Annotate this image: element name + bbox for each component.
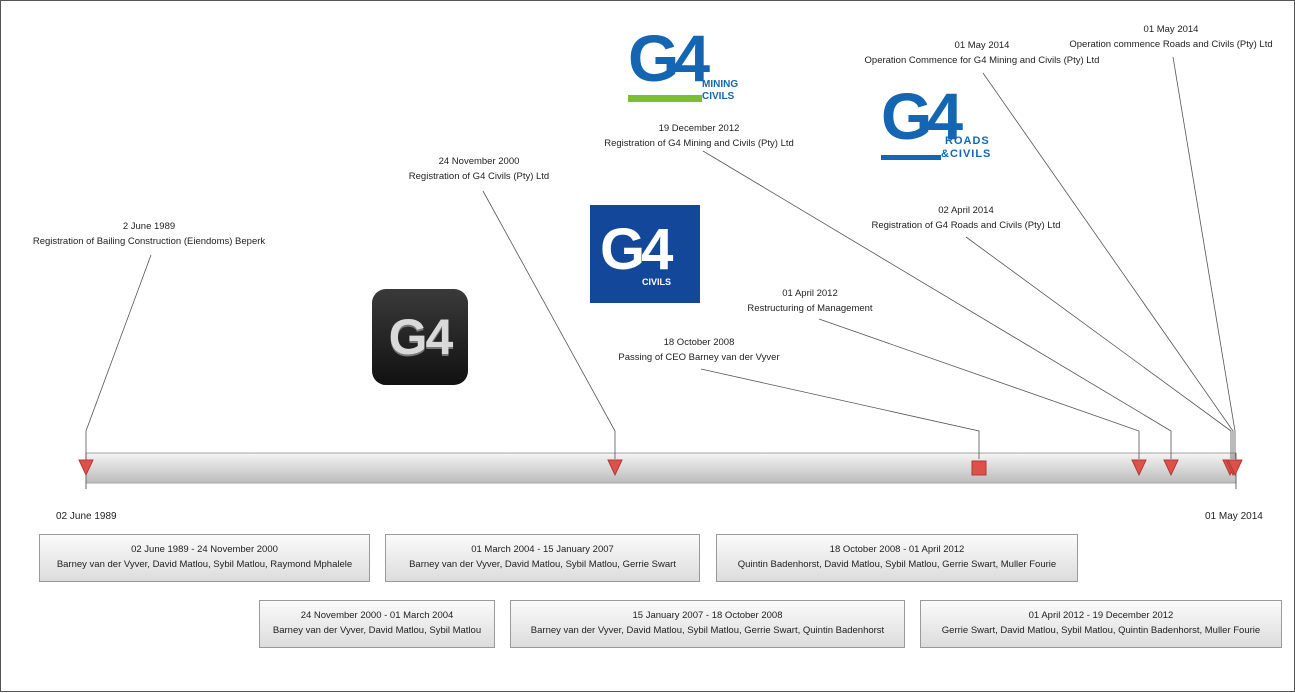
g4-civils-logo: G4 CIVILS — [590, 205, 700, 303]
event-date: 24 November 2000 — [438, 156, 520, 167]
logo-accent-bar — [881, 155, 941, 160]
timeline-end-label: 01 May 2014 — [1205, 511, 1263, 522]
g4-roads-civils-logo: G4 ROADS &CIVILS — [881, 83, 1001, 163]
timeline-start-label: 02 June 1989 — [56, 511, 117, 522]
logo-mark: G4 — [628, 21, 710, 95]
timeline-bar — [85, 452, 1237, 484]
period-people: Barney van der Vyver, David Matlou, Sybi… — [272, 625, 482, 636]
event-label-2000: 24 November 2000 Registration of G4 Civi… — [409, 154, 549, 184]
period-box-1989-2000: 02 June 1989 - 24 November 2000 Barney v… — [39, 534, 370, 582]
period-box-2007-2008: 15 January 2007 - 18 October 2008 Barney… — [510, 600, 905, 648]
connector-2000 — [482, 190, 616, 459]
event-marker-2012-apr[interactable] — [1131, 459, 1147, 477]
period-people: Barney van der Vyver, David Matlou, Sybi… — [530, 625, 885, 636]
period-title: 01 March 2004 - 15 January 2007 — [471, 544, 614, 555]
event-label-2012-dec: 19 December 2012 Registration of G4 Mini… — [604, 121, 794, 151]
event-date: 18 October 2008 — [663, 337, 735, 348]
event-label-2014-may-mining: 01 May 2014 Operation Commence for G4 Mi… — [865, 38, 1100, 68]
period-box-2004-2007: 01 March 2004 - 15 January 2007 Barney v… — [385, 534, 700, 582]
event-description: Registration of G4 Roads and Civils (Pty… — [871, 220, 1061, 231]
connector-2014-apr — [965, 236, 1232, 459]
connector-2014-may-mining — [982, 72, 1234, 459]
event-label-2008: 18 October 2008 Passing of CEO Barney va… — [618, 335, 779, 365]
event-description: Registration of G4 Civils (Pty) Ltd — [408, 171, 550, 182]
logo-subtext: CIVILS — [702, 91, 735, 102]
event-description: Restructuring of Management — [747, 303, 873, 314]
logo-mark: G4 — [881, 79, 963, 153]
event-date: 19 December 2012 — [658, 123, 740, 134]
event-label-1989: 2 June 1989 Registration of Bailing Cons… — [33, 219, 265, 249]
logo-subtext: MINING — [702, 79, 739, 90]
logo-subtext: CIVILS — [642, 277, 672, 287]
logo-mark: G4 — [600, 217, 673, 282]
connector-2012-dec — [702, 150, 1172, 459]
period-people: Barney van der Vyver, David Matlou, Sybi… — [56, 559, 353, 570]
event-marker-2012-dec[interactable] — [1163, 459, 1179, 477]
period-people: Gerrie Swart, David Matlou, Sybil Matlou… — [941, 625, 1261, 636]
period-title: 02 June 1989 - 24 November 2000 — [131, 544, 278, 555]
logo-subtext: &CIVILS — [941, 148, 992, 160]
period-title: 18 October 2008 - 01 April 2012 — [829, 544, 965, 555]
event-date: 02 April 2014 — [938, 205, 994, 216]
connector-2014-may-roads — [1172, 56, 1236, 459]
period-title: 24 November 2000 - 01 March 2004 — [300, 610, 454, 621]
event-marker-2014-may-roads[interactable] — [1227, 459, 1243, 477]
event-date: 01 April 2012 — [782, 288, 838, 299]
event-label-2014-apr: 02 April 2014 Registration of G4 Roads a… — [871, 203, 1060, 233]
event-date: 01 May 2014 — [1143, 24, 1199, 35]
event-label-2012-apr: 01 April 2012 Restructuring of Managemen… — [747, 286, 872, 316]
event-description: Operation commence Roads and Civils (Pty… — [1069, 39, 1273, 50]
event-description: Passing of CEO Barney van der Vyver — [618, 352, 780, 363]
period-box-2008-2012: 18 October 2008 - 01 April 2012 Quintin … — [716, 534, 1078, 582]
logo-accent-bar — [628, 95, 702, 102]
event-marker-1989[interactable] — [78, 459, 94, 477]
period-people: Quintin Badenhorst, David Matlou, Sybil … — [737, 559, 1057, 570]
event-date: 01 May 2014 — [954, 40, 1010, 51]
event-description: Operation Commence for G4 Mining and Civ… — [864, 55, 1100, 66]
period-title: 01 April 2012 - 19 December 2012 — [1028, 610, 1174, 621]
period-title: 15 January 2007 - 18 October 2008 — [632, 610, 783, 621]
logo-subtext: ROADS — [945, 135, 990, 147]
connector-2008 — [700, 368, 980, 459]
period-box-2012: 01 April 2012 - 19 December 2012 Gerrie … — [920, 600, 1282, 648]
period-box-2000-2004: 24 November 2000 - 01 March 2004 Barney … — [259, 600, 495, 648]
event-marker-2000[interactable] — [607, 459, 623, 477]
connector-2012-apr — [818, 318, 1140, 459]
event-description: Registration of G4 Mining and Civils (Pt… — [604, 138, 794, 149]
event-marker-2008[interactable] — [971, 460, 987, 476]
period-people: Barney van der Vyver, David Matlou, Sybi… — [409, 559, 676, 570]
event-description: Registration of Bailing Construction (Ei… — [32, 236, 266, 247]
event-date: 2 June 1989 — [122, 221, 176, 232]
g4-logo: G4 — [372, 289, 468, 385]
g4-mining-civils-logo: G4 MINING CIVILS — [628, 25, 748, 107]
event-label-2014-may-roads: 01 May 2014 Operation commence Roads and… — [1069, 22, 1272, 52]
connector-1989 — [85, 254, 152, 459]
